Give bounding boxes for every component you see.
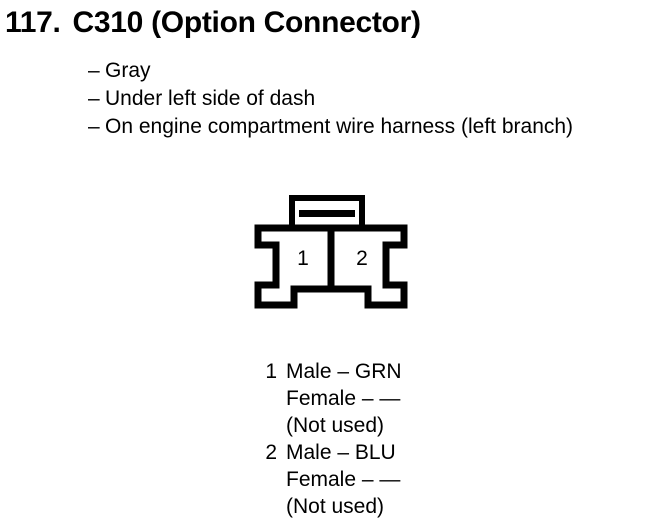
cavity-label-2: 2 (356, 247, 368, 270)
spacer (255, 493, 277, 520)
spacer (277, 466, 286, 493)
pin-number: 1 (265, 360, 277, 383)
spacer (277, 439, 286, 466)
pin-entry-row: 2 Male – BLU (255, 439, 402, 466)
page-title: 117. C310 (Option Connector) (5, 6, 421, 40)
list-item: – Under left side of dash (88, 85, 668, 113)
pin-number: 2 (265, 441, 277, 464)
pin-entry: 2 Male – BLU Female – — (Not used) (255, 439, 402, 520)
spacer (277, 412, 286, 439)
latch-slot-upper (299, 204, 355, 210)
dash-icon: – (88, 87, 100, 110)
pin-status-note: (Not used) (286, 414, 385, 437)
page-title-text: C310 (Option Connector) (72, 6, 421, 39)
connector-description-list: – Gray – Under left side of dash – On en… (88, 57, 668, 141)
pin-entry-row: Female – — (255, 466, 402, 493)
spacer (277, 385, 286, 412)
spacer (255, 466, 277, 493)
spacer (255, 385, 277, 412)
dash-icon: – (88, 115, 100, 138)
connector-diagram: 1 2 (250, 193, 420, 318)
pin-entry: 1 Male – GRN Female – — (Not used) (255, 358, 402, 439)
pin-entry-row: (Not used) (255, 412, 402, 439)
dash-icon: – (88, 59, 100, 82)
list-item: – Gray (88, 57, 668, 85)
pin-status-note: (Not used) (286, 495, 385, 518)
latch-bar-middle (299, 210, 355, 217)
page-title-number: 117. (5, 6, 61, 39)
pin-female-spec: Female – — (286, 468, 401, 491)
pin-entry-row: (Not used) (255, 493, 402, 520)
pin-male-spec: Male – GRN (286, 360, 402, 383)
cavity-label-1: 1 (297, 247, 309, 270)
latch-slot-lower (299, 217, 355, 223)
list-item: – On engine compartment wire harness (le… (88, 113, 668, 141)
pin-female-spec: Female – — (286, 387, 401, 410)
list-item-label: On engine compartment wire harness (left… (105, 115, 574, 138)
spacer (277, 358, 286, 385)
pin-entry-row: 1 Male – GRN (255, 358, 402, 385)
spacer (277, 493, 286, 520)
list-item-label: Gray (105, 59, 151, 82)
pin-male-spec: Male – BLU (286, 441, 396, 464)
spacer (255, 412, 277, 439)
connector-outline-group: 1 2 (254, 195, 408, 309)
pin-legend: 1 Male – GRN Female – — (Not used) 2 Mal… (255, 358, 402, 520)
pin-entry-row: Female – — (255, 385, 402, 412)
list-item-label: Under left side of dash (105, 87, 316, 110)
